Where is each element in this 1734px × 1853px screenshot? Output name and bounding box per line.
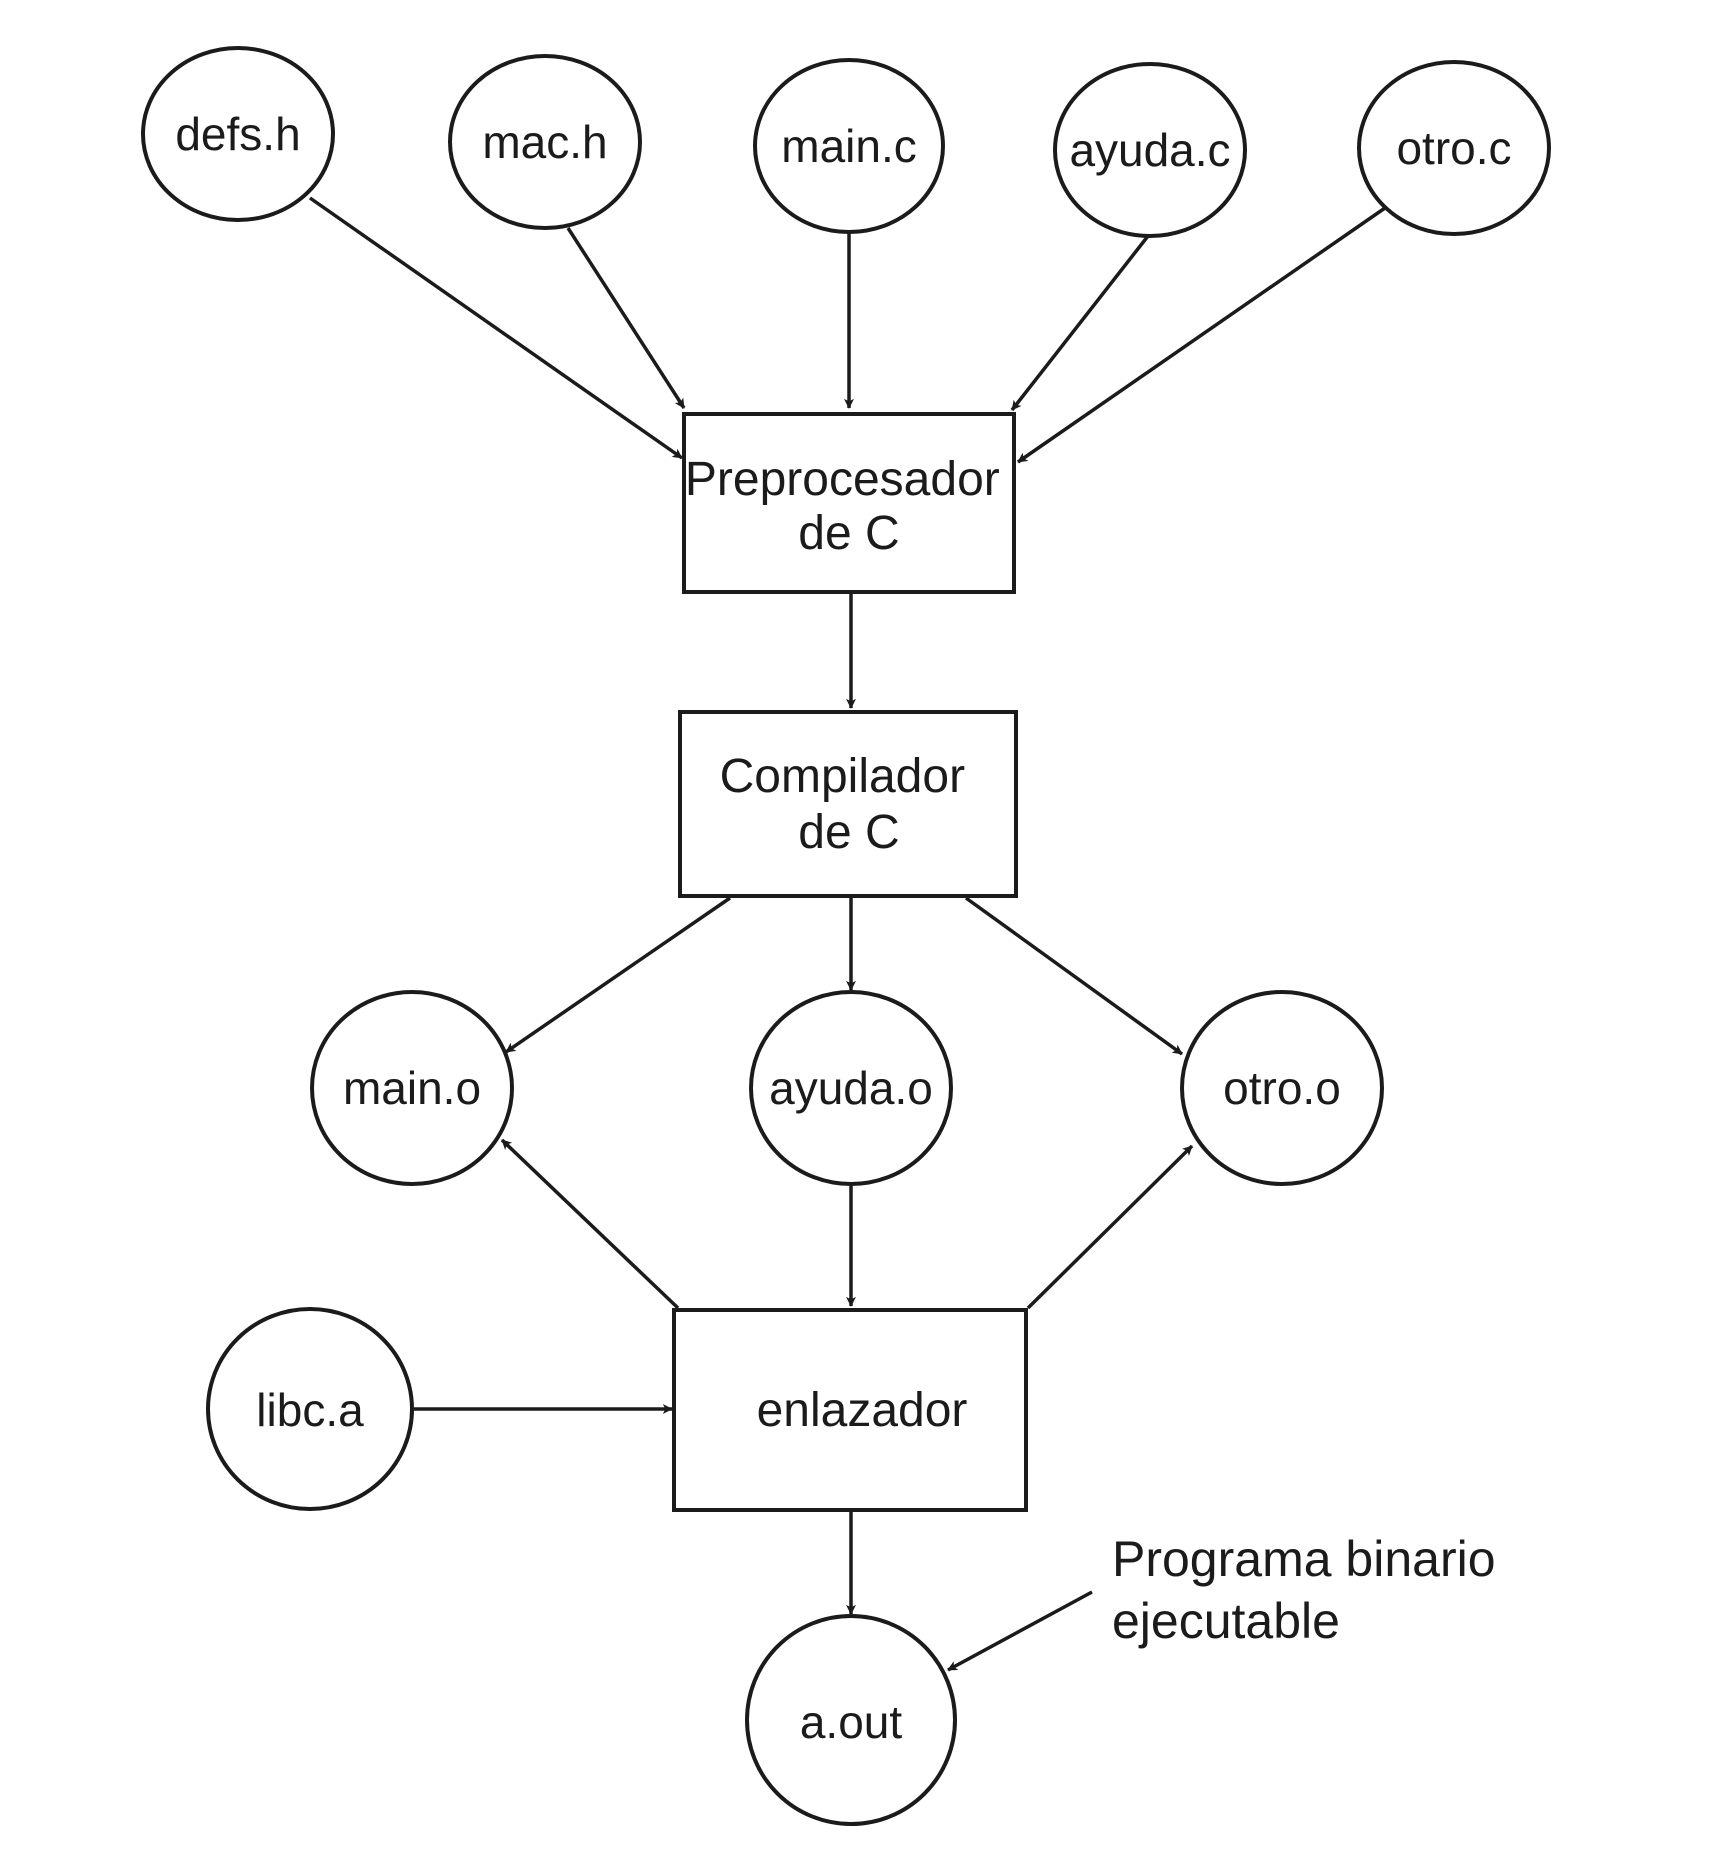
node-defs-h: defs.h (141, 46, 335, 222)
node-mac-h-label: mac.h (482, 116, 607, 168)
edge-enlazador-to-otro-o (1026, 1144, 1194, 1310)
edge-mac-h-to-preprocesador (566, 227, 686, 409)
node-libc-a-circle (206, 1307, 414, 1511)
node-otro-c: otro.c (1357, 60, 1551, 236)
node-ayuda-c: ayuda.c (1053, 62, 1247, 238)
edge-defs-h-to-preprocesador (308, 196, 684, 460)
node-otro-o: otro.o (1180, 990, 1384, 1186)
annotation-label: Programa binario ejecutable (1112, 1531, 1509, 1649)
edge-compilador-to-otro-o (964, 896, 1184, 1056)
node-main-c-circle (753, 58, 945, 234)
node-a-out-circle (745, 1614, 957, 1826)
node-a-out-label: a.out (800, 1696, 903, 1748)
edge-ayuda-c-to-preprocesador (1010, 234, 1150, 412)
node-compilador: Compilador de C (678, 710, 1018, 898)
edges (308, 196, 1386, 1672)
node-compilador-label-line-1: Compilador (720, 750, 965, 803)
node-ayuda-o-circle (749, 990, 953, 1186)
node-mac-h: mac.h (448, 54, 642, 230)
edge-annotation-to-a-out (947, 1590, 1093, 1672)
node-ayuda-c-label: ayuda.c (1069, 124, 1230, 176)
annotation-line-1: Programa binario (1112, 1531, 1496, 1587)
node-ayuda-o: ayuda.o (749, 990, 953, 1186)
edge-compilador-to-main-o (505, 896, 731, 1054)
node-compilador-label: Compilador de C (720, 750, 979, 859)
node-preprocesador-box (682, 412, 1016, 594)
node-main-c-label: main.c (781, 120, 916, 172)
node-defs-h-circle (141, 46, 335, 222)
node-main-o: main.o (310, 990, 514, 1186)
node-preprocesador-label-line-1: Preprocesador (685, 453, 1000, 506)
node-mac-h-circle (448, 54, 642, 230)
node-preprocesador: Preprocesador de C (682, 412, 1016, 594)
node-ayuda-c-circle (1053, 62, 1247, 238)
node-otro-o-label: otro.o (1223, 1062, 1341, 1114)
node-defs-h-label: defs.h (175, 108, 300, 160)
node-otro-c-circle (1357, 60, 1551, 236)
node-otro-o-circle (1180, 990, 1384, 1186)
annotation-line-2: ejecutable (1112, 1593, 1340, 1649)
node-a-out: a.out (745, 1614, 957, 1826)
node-compilador-box (678, 710, 1018, 898)
node-ayuda-o-label: ayuda.o (769, 1062, 933, 1114)
node-libc-a-label: libc.a (256, 1384, 364, 1436)
node-enlazador: enlazador (672, 1308, 1028, 1512)
node-main-o-circle (310, 990, 514, 1186)
node-enlazador-box (672, 1308, 1028, 1512)
node-otro-c-label: otro.c (1396, 122, 1511, 174)
edge-enlazador-to-main-o (500, 1138, 680, 1310)
node-libc-a: libc.a (206, 1307, 414, 1511)
node-main-c: main.c (753, 58, 945, 234)
edge-otro-c-to-preprocesador (1017, 206, 1386, 464)
node-main-o-label: main.o (343, 1062, 481, 1114)
node-preprocesador-label: Preprocesador de C (685, 453, 1013, 560)
node-enlazador-label: enlazador (757, 1384, 968, 1437)
node-preprocesador-label-line-2: de C (798, 507, 899, 560)
node-compilador-label-line-2: de C (798, 806, 899, 859)
